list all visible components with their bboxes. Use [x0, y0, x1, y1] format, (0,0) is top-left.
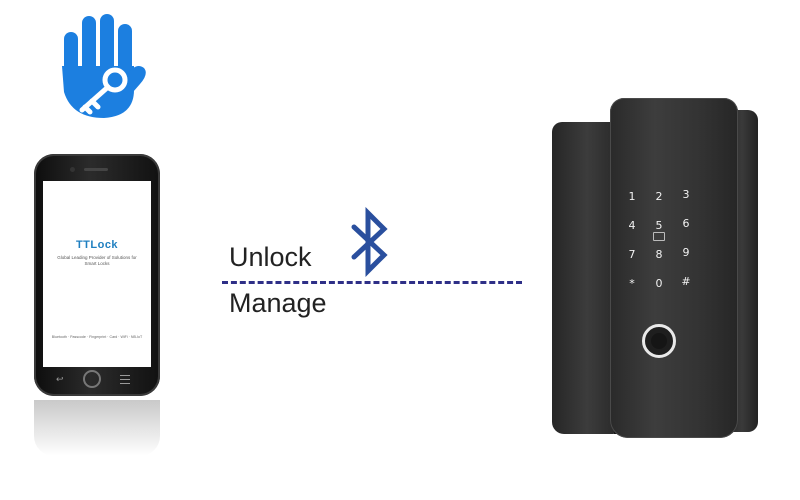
keypad-key[interactable]: 0 — [655, 277, 663, 290]
keypad-key[interactable]: 9 — [682, 246, 690, 259]
unlock-label: Unlock — [229, 242, 312, 272]
phone-reflection — [34, 400, 160, 456]
home-button — [83, 370, 101, 388]
fingerprint-icon — [651, 333, 667, 349]
phone-screen: TTLock Global Leading Provider of Soluti… — [43, 181, 151, 367]
keypad-key[interactable]: 4 — [628, 219, 636, 232]
hand-key-icon — [62, 14, 146, 118]
keypad-key[interactable]: 5 — [655, 219, 663, 232]
app-title: TTLock — [75, 239, 119, 251]
keypad-key[interactable]: 2 — [655, 190, 663, 203]
camera-icon — [70, 167, 75, 172]
lock-left-panel — [552, 122, 616, 434]
keypad-key[interactable]: 8 — [655, 248, 663, 261]
card-reader-icon — [653, 232, 665, 241]
speaker-grille — [84, 168, 108, 171]
keypad-key[interactable]: 1 — [628, 190, 636, 203]
keypad-key[interactable]: # — [681, 275, 691, 288]
smartphone: TTLock Global Leading Provider of Soluti… — [20, 148, 172, 458]
keypad-key[interactable]: 7 — [628, 248, 636, 261]
smart-lock: 1 2 3 4 5 6 7 8 9 * 0 # — [530, 88, 780, 453]
keypad-key[interactable]: 6 — [682, 217, 690, 230]
connection-line — [222, 281, 522, 284]
lock-front-panel: 1 2 3 4 5 6 7 8 9 * 0 # — [610, 98, 738, 438]
app-subtitle: Global Leading Provider of Solutions for… — [57, 255, 137, 266]
bluetooth-icon — [351, 207, 388, 278]
manage-label: Manage — [229, 288, 327, 318]
app-features: Bluetooth · Passcode · Fingerprint · Car… — [51, 335, 143, 339]
menu-icon — [120, 375, 130, 384]
back-icon: ↩ — [56, 374, 64, 384]
keypad-key[interactable]: 3 — [682, 188, 690, 201]
keypad-key[interactable]: * — [629, 277, 635, 290]
fingerprint-sensor[interactable] — [642, 324, 676, 358]
